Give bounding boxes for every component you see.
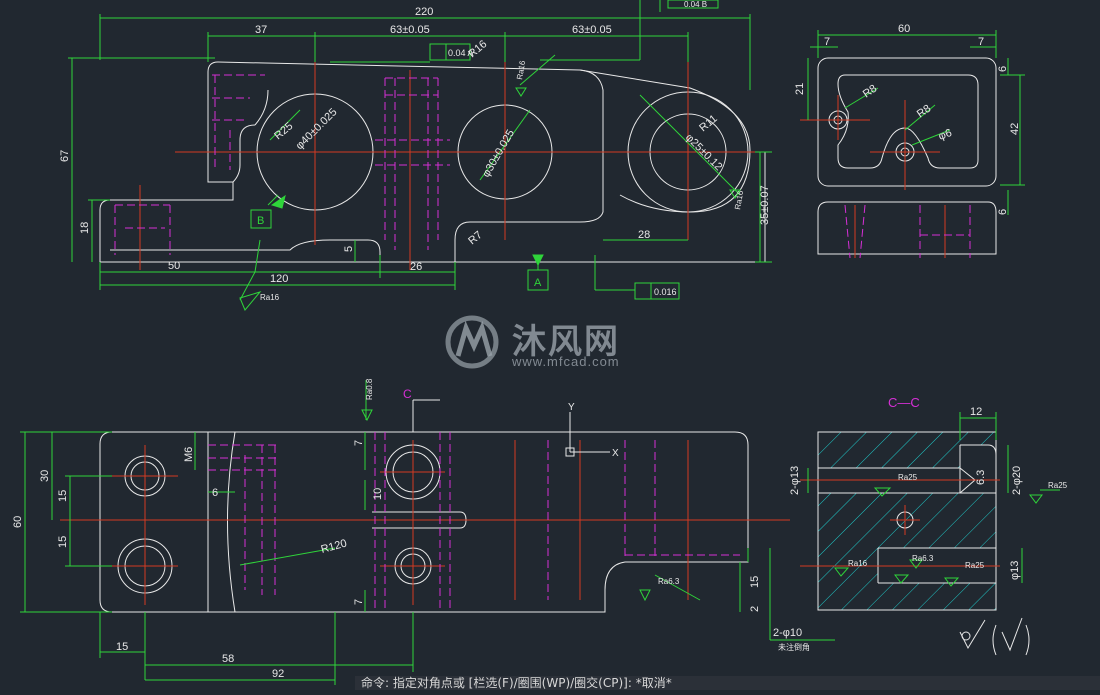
dim-2phi20: 2-φ20 xyxy=(1011,466,1023,495)
roughness-ra63a: Ra6.3 xyxy=(912,554,934,563)
ucs-y-label: Y xyxy=(568,402,575,413)
front-view-outline xyxy=(99,61,766,263)
datum-a: A xyxy=(534,277,542,289)
watermark: 沐风网 www.mfcad.com xyxy=(440,312,670,374)
dim-15-bottom: 15 xyxy=(116,641,128,653)
dim-6a-side: 6 xyxy=(997,66,1009,72)
dim-6-3: 6.3 xyxy=(975,470,987,485)
dim-m6: M6 xyxy=(183,447,195,462)
dim-phi30: φ30±0.025 xyxy=(480,128,517,180)
roughness-ra16c: Ra16 xyxy=(733,189,745,210)
dim-r25: R25 xyxy=(272,120,295,142)
top-view-hidden-lines xyxy=(208,432,740,612)
top-view-dimension-lines xyxy=(20,380,749,685)
roughness-ra25a: Ra25 xyxy=(898,473,918,482)
roughness-ra08: Ra0.8 xyxy=(365,378,374,400)
dim-50: 50 xyxy=(168,260,180,272)
general-roughness-symbol xyxy=(959,617,1030,656)
roughness-ra16d: Ra16 xyxy=(848,559,868,568)
section-cc-outline xyxy=(817,431,997,611)
dim-37: 37 xyxy=(255,24,267,36)
dim-phi40: φ40±0.025 xyxy=(294,106,340,152)
roughness-ra25b: Ra25 xyxy=(1048,481,1068,490)
top-view-centerlines xyxy=(60,440,790,605)
dim-26: 26 xyxy=(410,261,422,273)
dim-r120: R120 xyxy=(320,538,349,556)
side-view xyxy=(800,30,1025,259)
dim-r7: R7 xyxy=(466,229,484,247)
dim-63b: 63±0.05 xyxy=(572,24,612,36)
watermark-logo-icon xyxy=(445,315,499,369)
dim-2phi10: 2-φ10 xyxy=(773,627,802,639)
front-view-centerlines xyxy=(139,40,770,270)
dim-2phi13: 2-φ13 xyxy=(789,466,801,495)
dim-92-bottom: 92 xyxy=(272,668,284,680)
dim-35: 35±0.07 xyxy=(759,185,771,225)
dim-42-side: 42 xyxy=(1009,123,1021,135)
ucs-x-label: X xyxy=(612,448,619,459)
dim-30-top: 30 xyxy=(39,470,51,482)
top-view xyxy=(20,380,790,685)
dim-10-top: 10 xyxy=(372,488,384,500)
dim-63a: 63±0.05 xyxy=(390,24,430,36)
section-cc-centerlines xyxy=(800,479,1000,567)
side-view-centerlines xyxy=(800,95,946,258)
dim-7b-top: 7 xyxy=(353,599,365,605)
dim-28: 28 xyxy=(638,229,650,241)
geometric-tolerance-1: 0.04 A xyxy=(448,48,474,58)
front-view-dimension-lines xyxy=(68,0,772,311)
section-cc-dimension-lines xyxy=(769,412,1060,641)
dim-6b-side: 6 xyxy=(997,209,1009,215)
top-view-outline xyxy=(99,431,749,613)
front-view-datum-frames xyxy=(250,0,719,300)
dim-7a-side: 7 xyxy=(824,36,830,48)
dim-18: 18 xyxy=(79,222,91,234)
section-title-cc: C—C xyxy=(888,395,920,410)
dim-60-side: 60 xyxy=(898,23,910,35)
dim-6-top: 6 xyxy=(212,487,218,499)
watermark-url: www.mfcad.com xyxy=(512,354,620,369)
dim-15-side-top: 15 xyxy=(749,576,761,588)
section-cut-marker xyxy=(412,399,440,432)
front-view-hidden-lines xyxy=(114,74,450,255)
geometric-tolerance-2: 0.04 B xyxy=(684,0,707,9)
geometric-tolerance-3: 0.016 xyxy=(654,287,677,297)
dim-phi13: φ13 xyxy=(1009,561,1021,580)
dim-7a-top: 7 xyxy=(353,440,365,446)
chamfer-note: 未注倒角 xyxy=(778,642,810,652)
dim-15a-top: 15 xyxy=(57,490,69,502)
dim-120: 120 xyxy=(270,273,288,285)
roughness-ra16b: Ra16 xyxy=(515,59,527,80)
dim-7b-side: 7 xyxy=(978,36,984,48)
section-cc-view xyxy=(769,412,1060,656)
side-view-outline xyxy=(817,57,997,255)
section-marker-c: C xyxy=(403,387,412,401)
side-view-dimension-lines xyxy=(807,30,1025,215)
side-view-hidden-lines xyxy=(844,204,971,259)
dim-2-side-top: 2 xyxy=(749,606,761,612)
dim-r8b-side: R8 xyxy=(915,103,933,121)
dim-58-bottom: 58 xyxy=(222,653,234,665)
dim-12-section: 12 xyxy=(970,406,982,418)
roughness-ra16a: Ra16 xyxy=(260,293,280,302)
dim-67: 67 xyxy=(59,150,71,162)
roughness-ra63b: Ra6.3 xyxy=(658,577,680,586)
dim-21-side: 21 xyxy=(794,83,806,95)
dim-60-top: 60 xyxy=(12,516,24,528)
dim-phi6-side: φ6 xyxy=(937,127,954,143)
front-view xyxy=(68,0,772,311)
roughness-ra25c: Ra25 xyxy=(965,561,985,570)
watermark-text: 沐风网 xyxy=(512,322,620,362)
command-line[interactable]: 命令: 指定对角点或 [栏选(F)/圈围(WP)/圈交(CP)]: *取消* xyxy=(355,676,1100,690)
ucs-icon xyxy=(565,412,610,457)
datum-b: B xyxy=(257,215,264,227)
dim-220: 220 xyxy=(415,6,433,18)
dim-15b-top: 15 xyxy=(57,536,69,548)
dim-r8a-side: R8 xyxy=(861,83,879,101)
dim-5: 5 xyxy=(343,246,355,252)
